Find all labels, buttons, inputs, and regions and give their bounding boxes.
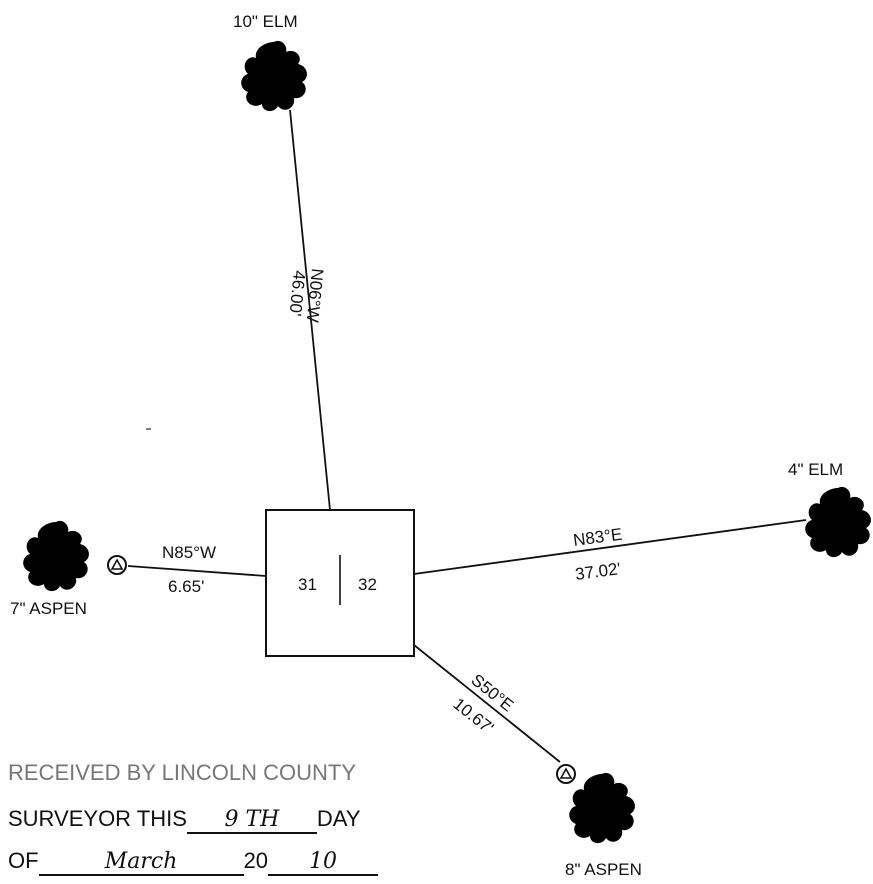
tie-bearing: N85°W (162, 543, 216, 562)
certificate-text: DAY (316, 806, 361, 831)
tie-line-east (413, 519, 807, 575)
certificate-text: RECEIVED BY LINCOLN COUNTY (8, 760, 357, 785)
tree-label: 4" ELM (788, 460, 843, 479)
section-left-number: 31 (298, 575, 317, 594)
received-certificate: RECEIVED BY LINCOLN COUNTY SURVEYOR THIS… (8, 0, 478, 884)
certificate-text: OF (8, 848, 39, 873)
triangle-in-circle-icon (556, 764, 576, 784)
month-field: March (38, 849, 244, 876)
section-right-number: 32 (358, 575, 377, 594)
tie-distance: 37.02' (574, 559, 622, 584)
certificate-line-1: RECEIVED BY LINCOLN COUNTY (8, 760, 356, 786)
tie-line-north (289, 109, 331, 511)
tree-label: 10" ELM (233, 12, 298, 31)
tree-icon (805, 486, 871, 558)
tie-line-southeast (413, 644, 561, 763)
certificate-text: SURVEYOR THIS (8, 806, 187, 831)
tie-distance: 6.65' (168, 577, 204, 596)
tree-icon (569, 772, 635, 844)
tree-label: 8" ASPEN (565, 860, 642, 879)
day-field: 9 TH (186, 807, 317, 834)
year-field: 10 (268, 849, 379, 876)
tie-distance: 46.00' (285, 270, 308, 317)
certificate-text: 20 (243, 848, 269, 873)
tree-label: 7" ASPEN (10, 599, 87, 618)
tie-line-west (127, 565, 267, 577)
